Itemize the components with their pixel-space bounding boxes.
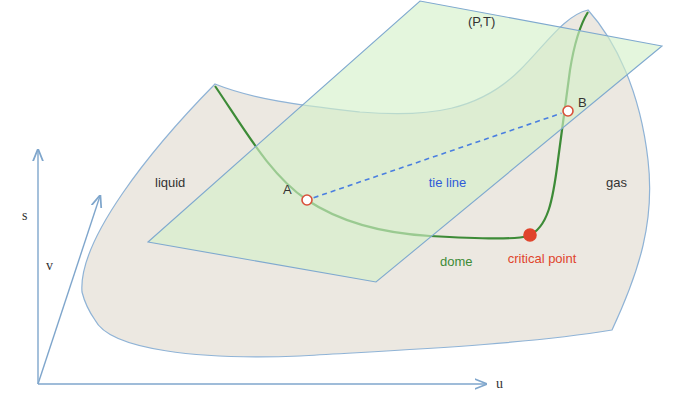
axis-label: v bbox=[46, 258, 53, 273]
point-outline bbox=[301, 194, 313, 206]
point-label: B bbox=[578, 96, 587, 110]
point-outline bbox=[523, 228, 537, 242]
point-circle bbox=[524, 229, 536, 241]
curve-label: dome bbox=[440, 255, 473, 269]
phase-label: liquid bbox=[155, 176, 185, 190]
s-axis bbox=[37, 150, 38, 384]
edge-label: tie line bbox=[429, 176, 467, 190]
pt-plane bbox=[148, 1, 662, 282]
point-outline bbox=[562, 105, 574, 117]
u-axis bbox=[38, 383, 486, 384]
plane-label: (P,T) bbox=[468, 15, 495, 29]
state-point: B bbox=[562, 105, 574, 117]
point-label: critical point bbox=[508, 252, 577, 266]
axis-label: s bbox=[22, 208, 27, 223]
point-label: A bbox=[283, 183, 292, 197]
point-circle bbox=[563, 106, 573, 116]
phase-label: gas bbox=[606, 176, 627, 190]
state-point: A bbox=[301, 194, 313, 206]
point-circle bbox=[302, 195, 312, 205]
critical-point-marker: critical point bbox=[523, 228, 537, 242]
tie-line bbox=[314, 113, 562, 197]
v-axis bbox=[38, 196, 100, 384]
axis-label: u bbox=[496, 376, 503, 391]
